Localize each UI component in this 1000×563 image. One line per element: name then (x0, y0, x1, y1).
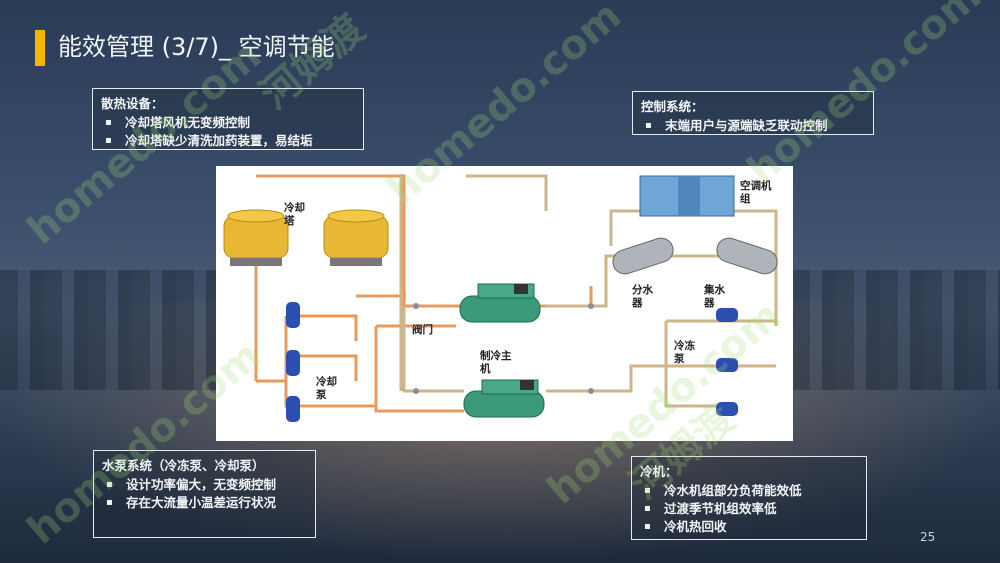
heat-box-heading: 散热设备： (101, 96, 164, 111)
chiller-feed-pipe (356, 294, 464, 413)
chiller-box: 冷机： 冷水机组部分负荷能效低 过渡季节机组效率低 冷机热回收 (631, 456, 867, 540)
heat-dissipation-box: 散热设备： 冷却塔风机无变频控制 冷却塔缺少清洗加药装置，易结垢 (92, 88, 364, 150)
label-collector: 集水器 (704, 284, 725, 309)
label-divider: 分水器 (632, 284, 653, 309)
pump-system-box: 水泵系统（冷冻泵、冷却泵） 设计功率偏大，无变频控制 存在大流量小温差运行状况 (93, 450, 316, 538)
chilled-pumps (716, 308, 738, 416)
heat-item: 冷却塔风机无变频控制 (101, 114, 355, 132)
label-valve: 阀门 (412, 324, 433, 336)
heat-item: 冷却塔缺少清洗加药装置，易结垢 (101, 132, 355, 150)
hvac-system-diagram: 冷却塔 空调机组 分水器 集水器 阀门 制冷主机 冷冻泵 冷却泵 (216, 166, 793, 441)
air-handling-unit (639, 175, 735, 217)
pump-item: 设计功率偏大，无变频控制 (102, 476, 307, 494)
label-chilled-pump: 冷冻泵 (674, 340, 695, 365)
top-tan-pipe (466, 174, 548, 211)
diagram-svg (223, 174, 778, 422)
chiller-item: 冷机热回收 (640, 518, 858, 536)
control-box-heading: 控制系统： (641, 99, 704, 114)
cooling-tower-1 (223, 209, 289, 266)
control-item: 末端用户与源端缺乏联动控制 (641, 117, 865, 135)
chiller-1 (459, 283, 541, 323)
cooling-tower-2 (323, 209, 389, 266)
label-cooling-tower: 冷却塔 (284, 202, 305, 227)
label-cooling-pump: 冷却泵 (316, 376, 337, 401)
pump-box-heading: 水泵系统（冷冻泵、冷却泵） (102, 458, 265, 473)
label-ahu: 空调机组 (740, 180, 772, 205)
chilled-supply-pipe (546, 254, 778, 326)
cooling-pumps (286, 302, 300, 422)
label-chiller: 制冷主机 (480, 350, 512, 375)
title-accent-bar (35, 30, 45, 66)
slide-title: 能效管理 (3/7)_ 空调节能 (58, 33, 335, 61)
chiller-item: 过渡季节机组效率低 (640, 500, 858, 518)
water-headers (612, 237, 778, 275)
cooling-supply-pipe (256, 174, 593, 308)
control-system-box: 控制系统： 末端用户与源端缺乏联动控制 (632, 91, 874, 135)
page-number: 25 (920, 530, 936, 544)
pump-item: 存在大流量小温差运行状况 (102, 494, 307, 512)
chilled-return-pipe (546, 364, 776, 393)
chiller-box-heading: 冷机： (640, 464, 678, 479)
chiller-item: 冷水机组部分负荷能效低 (640, 482, 858, 500)
valves (413, 303, 594, 394)
tower-chiller-pipe (402, 306, 464, 393)
chiller-2 (463, 379, 545, 418)
